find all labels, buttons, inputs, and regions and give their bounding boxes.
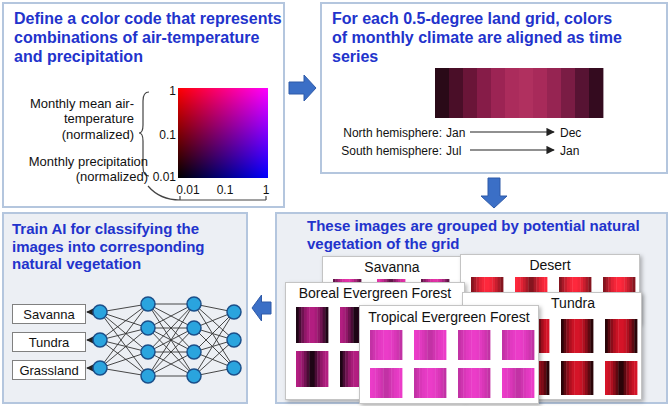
- tick-label: 0.1: [210, 183, 240, 197]
- axis-label: Monthly mean air-temperature (normalized…: [22, 96, 134, 142]
- flow-arrow: [289, 75, 316, 101]
- text-holder: Desert: [461, 257, 639, 274]
- text-holder: Jul: [446, 144, 476, 158]
- text-holder: 1: [251, 183, 281, 197]
- step-panel: Define a color code that represents comb…: [2, 2, 285, 208]
- step-panel: SavannaTundraGrassland Train AI for class…: [2, 212, 248, 404]
- text-holder: Tropical Evergreen Forest: [360, 309, 538, 326]
- text-holder: For each 0.5-degree land grid, colors of…: [332, 10, 622, 67]
- node-label: Boreal Evergreen Forest: [286, 285, 464, 302]
- text-holder: 0.1: [210, 183, 240, 197]
- node-label: Tundra: [13, 335, 85, 350]
- month-label: Jan: [446, 126, 476, 140]
- tick-label: 1: [251, 183, 281, 197]
- class-label-box: Savanna: [12, 304, 86, 324]
- node-label: Savanna: [323, 259, 461, 276]
- panel-heading: These images are grouped by potential na…: [307, 217, 665, 252]
- month-label: Jul: [446, 144, 476, 158]
- text-holder: Savanna: [13, 307, 85, 322]
- node-label: Grassland: [13, 363, 85, 378]
- text-holder: Jan: [560, 144, 590, 158]
- text-holder: Grassland: [13, 363, 85, 378]
- step-panel: SavannaDesertBoreal Evergreen ForestTund…: [275, 212, 668, 404]
- text-holder: Tundra: [13, 335, 85, 350]
- panel-heading: For each 0.5-degree land grid, colors of…: [332, 10, 622, 67]
- text-holder: 0.1: [150, 128, 176, 142]
- text-holder: Boreal Evergreen Forest: [286, 285, 464, 302]
- tick-label: 0.1: [150, 128, 176, 142]
- class-label-box: Grassland: [12, 360, 86, 380]
- class-label-box: Tundra: [12, 332, 86, 352]
- flow-arrow: [481, 178, 507, 208]
- text-holder: Tundra: [533, 295, 613, 312]
- tick-label: 0.01: [173, 183, 203, 197]
- text-holder: 0.01: [150, 170, 176, 184]
- text-holder: Train AI for classifying the images into…: [12, 220, 246, 273]
- text-holder: Define a color code that represents comb…: [14, 10, 286, 67]
- panel-heading: Define a color code that represents comb…: [14, 10, 286, 67]
- text-holder: Monthly mean air-temperature (normalized…: [22, 96, 134, 142]
- text-holder: 1: [150, 84, 176, 98]
- text-holder: South hemisphere:: [330, 144, 442, 158]
- node-label: Tundra: [533, 295, 613, 312]
- text-holder: 0.01: [173, 183, 203, 197]
- hemisphere-label: North hemisphere:: [330, 126, 442, 140]
- month-label: Jan: [560, 144, 590, 158]
- node-label: Desert: [461, 257, 639, 274]
- text-holder: These images are grouped by potential na…: [307, 217, 665, 252]
- node-label: Savanna: [13, 307, 85, 322]
- step-panel: For each 0.5-degree land grid, colors of…: [320, 2, 668, 174]
- axis-label: Monthly precipitation (normalized): [8, 154, 148, 185]
- text-holder: Dec: [560, 126, 590, 140]
- tick-label: 0.01: [150, 170, 176, 184]
- text-holder: Jan: [446, 126, 476, 140]
- node-label: Tropical Evergreen Forest: [360, 309, 538, 326]
- flow-arrow: [252, 295, 271, 321]
- tick-label: 1: [150, 84, 176, 98]
- text-holder: Monthly precipitation (normalized): [8, 154, 148, 185]
- text-holder: North hemisphere:: [330, 126, 442, 140]
- month-label: Dec: [560, 126, 590, 140]
- hemisphere-label: South hemisphere:: [330, 144, 442, 158]
- image-group-card: Tropical Evergreen Forest: [359, 305, 539, 404]
- panel-heading: Train AI for classifying the images into…: [12, 220, 246, 273]
- text-holder: Savanna: [323, 259, 461, 276]
